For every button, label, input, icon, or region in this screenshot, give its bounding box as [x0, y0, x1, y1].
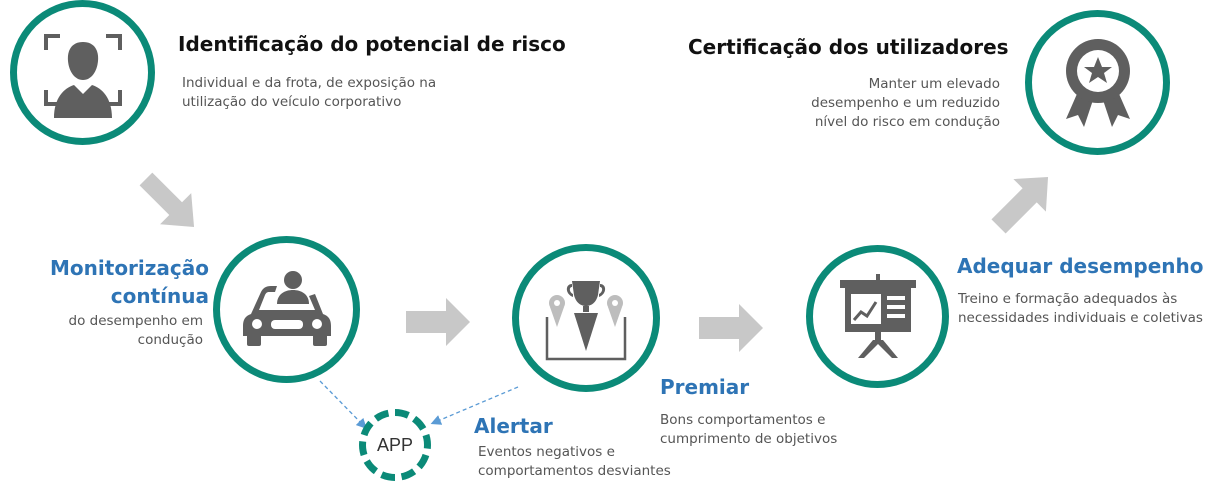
desc-line: comportamentos desviantes	[478, 463, 671, 479]
step-title-adequar: Adequar desempenho	[957, 254, 1204, 278]
arrow-right-1	[406, 298, 470, 346]
step-title-certificacao: Certificação dos utilizadores	[688, 35, 1009, 59]
desc-line: utilização do veículo corporativo	[182, 94, 402, 110]
app-label: APP	[376, 434, 414, 455]
desc-line: cumprimento de objetivos	[660, 431, 838, 447]
desc-line: Manter um elevado	[868, 76, 1000, 92]
presentation-board-icon	[839, 273, 916, 358]
person-scan-icon	[43, 33, 122, 118]
step-circle-identificacao	[10, 0, 155, 145]
step-desc-monitorizacao: do desempenho em condução	[69, 312, 203, 350]
step-circle-certificacao	[1025, 10, 1170, 155]
step-title-alertar: Alertar	[474, 414, 553, 438]
dashed-link-premiar-app	[430, 386, 519, 425]
title-line: contínua	[110, 284, 209, 308]
dashed-link-monitor-app	[319, 380, 367, 429]
driver-car-icon	[242, 270, 331, 346]
award-ribbon-icon	[1065, 39, 1130, 127]
title-line: Monitorização	[50, 256, 209, 280]
step-title-monitorizacao: Monitorização contínua	[50, 254, 209, 310]
arrow-right-2	[699, 304, 763, 352]
step-desc-certificacao: Manter um elevado desempenho e um reduzi…	[811, 75, 1000, 132]
desc-line: Eventos negativos e	[478, 444, 615, 460]
step-circle-adequar	[806, 245, 949, 388]
step-title-premiar: Premiar	[660, 375, 750, 399]
arrow-down-right	[139, 172, 195, 228]
desc-line: do desempenho em	[68, 313, 203, 329]
desc-line: Treino e formação adequados às	[958, 291, 1178, 307]
desc-line: necessidades individuais e coletivas	[958, 310, 1203, 326]
desc-line: condução	[137, 332, 203, 348]
desc-line: Individual e da frota, de exposição na	[182, 75, 437, 91]
step-title-identificacao: Identificação do potencial de risco	[178, 32, 566, 56]
step-desc-adequar: Treino e formação adequados às necessida…	[958, 290, 1203, 328]
step-circle-premiar	[512, 244, 660, 392]
trophy-podium-icon	[545, 281, 627, 361]
step-circle-monitorizacao	[213, 236, 360, 383]
desc-line: desempenho e um reduzido	[811, 95, 1000, 111]
desc-line: nível do risco em condução	[814, 114, 1000, 130]
app-circle: APP	[359, 409, 431, 481]
step-desc-premiar: Bons comportamentos e cumprimento de obj…	[660, 411, 837, 449]
step-desc-alertar: Eventos negativos e comportamentos desvi…	[478, 443, 671, 481]
desc-line: Bons comportamentos e	[660, 412, 826, 428]
step-desc-identificacao: Individual e da frota, de exposição na u…	[182, 74, 436, 112]
arrow-up-right	[991, 176, 1049, 234]
